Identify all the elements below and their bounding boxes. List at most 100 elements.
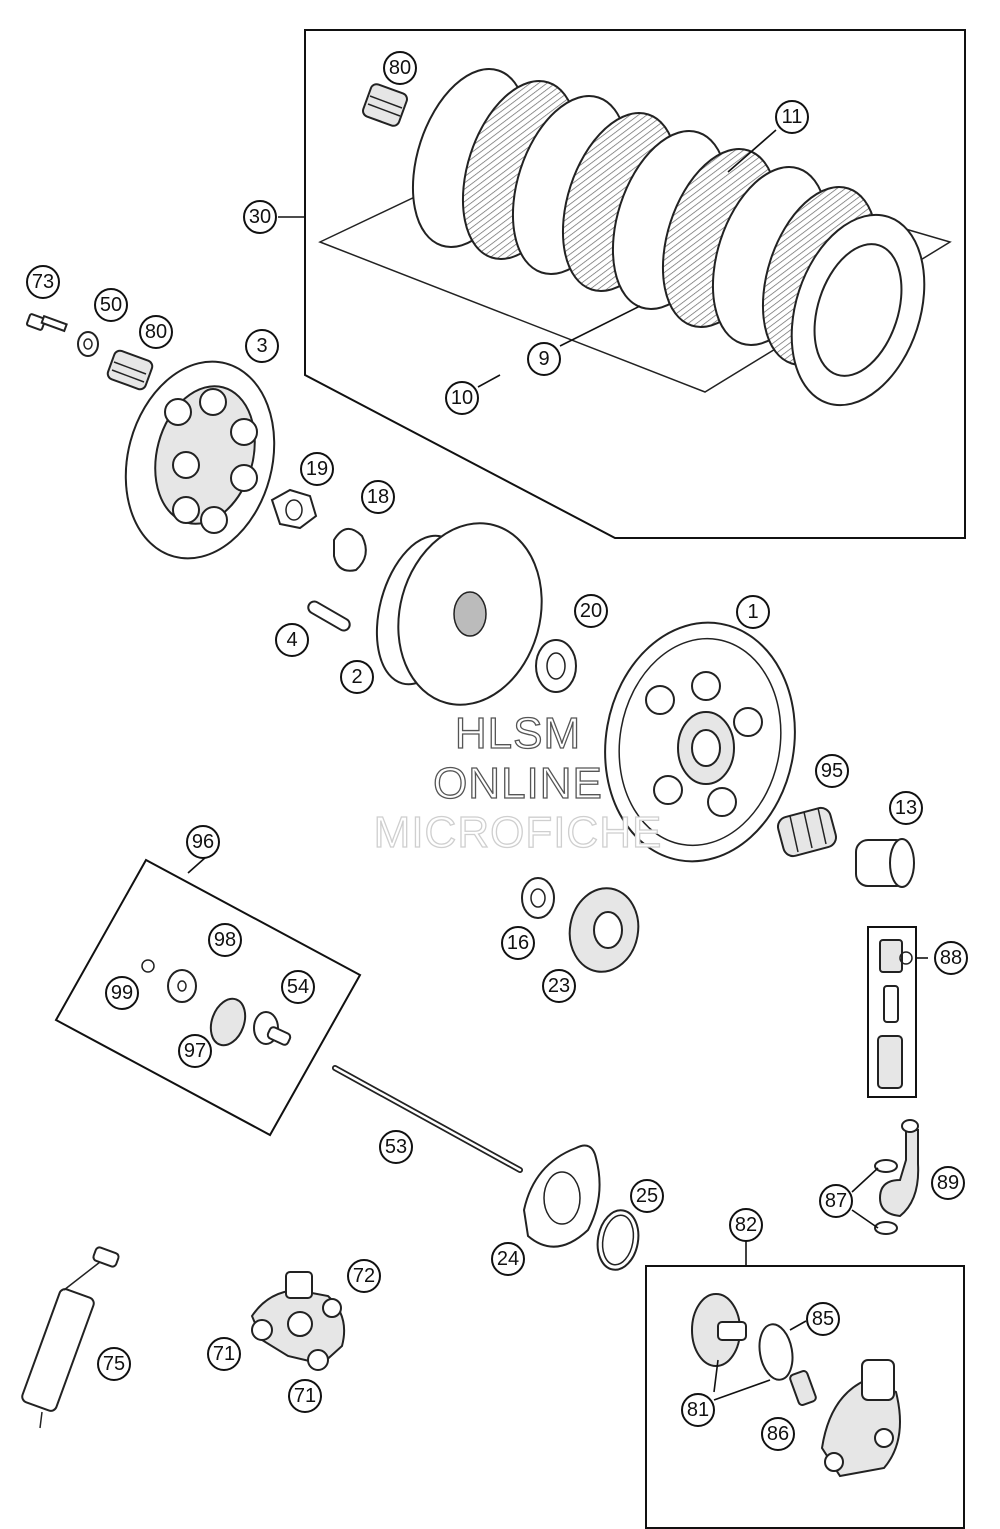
callout-25: 25 — [630, 1179, 664, 1213]
inner-clutch-hub — [375, 522, 543, 706]
primary-gear — [568, 887, 640, 973]
callout-2: 2 — [340, 660, 374, 694]
callout-75: 75 — [97, 1347, 131, 1381]
callout-71-bottom: 71 — [288, 1379, 322, 1413]
slave-cylinder-gasket — [522, 1144, 601, 1248]
pressure-pin — [307, 600, 351, 632]
callout-71-left: 71 — [207, 1337, 241, 1371]
svg-text:53: 53 — [385, 1136, 407, 1158]
callout-96: 96 — [186, 825, 220, 859]
svg-text:HLSM: HLSM — [455, 709, 581, 758]
callout-81: 81 — [681, 1393, 715, 1427]
spacer-bushing — [521, 877, 555, 919]
svg-text:99: 99 — [111, 982, 133, 1004]
svg-text:98: 98 — [214, 929, 236, 951]
callout-19: 19 — [300, 452, 334, 486]
callout-4: 4 — [275, 623, 309, 657]
svg-text:30: 30 — [249, 206, 271, 228]
svg-text:13: 13 — [895, 797, 917, 819]
clutch-nut — [270, 488, 318, 530]
svg-text:80: 80 — [389, 57, 411, 79]
svg-text:71: 71 — [294, 1385, 316, 1407]
svg-text:71: 71 — [213, 1343, 235, 1365]
release-bearing-kit-box — [54, 858, 362, 1137]
svg-text:88: 88 — [940, 947, 962, 969]
svg-text:50: 50 — [100, 294, 122, 316]
svg-text:MICROFICHE: MICROFICHE — [374, 808, 663, 857]
svg-text:18: 18 — [367, 486, 389, 508]
svg-text:96: 96 — [192, 831, 214, 853]
release-washer — [167, 969, 197, 1003]
svg-text:25: 25 — [636, 1185, 658, 1207]
o-ring — [596, 1209, 640, 1271]
needle-bearing — [776, 806, 838, 858]
callout-95: 95 — [815, 754, 849, 788]
svg-text:72: 72 — [353, 1265, 375, 1287]
callout-53: 53 — [379, 1130, 413, 1164]
slave-cylinder-housing — [820, 1359, 901, 1478]
svg-text:54: 54 — [287, 976, 309, 998]
lock-washer — [333, 528, 367, 572]
svg-text:80: 80 — [145, 321, 167, 343]
callout-86: 86 — [761, 1417, 795, 1451]
svg-text:2: 2 — [351, 666, 362, 688]
callout-18: 18 — [361, 480, 395, 514]
thrust-washer — [535, 639, 577, 693]
svg-text:97: 97 — [184, 1040, 206, 1062]
svg-text:9: 9 — [538, 348, 549, 370]
svg-text:20: 20 — [580, 600, 602, 622]
svg-text:89: 89 — [937, 1172, 959, 1194]
callout-89: 89 — [931, 1166, 965, 1200]
circlip — [141, 959, 155, 973]
callout-80-left: 80 — [139, 315, 173, 349]
callout-99: 99 — [105, 976, 139, 1010]
callout-20: 20 — [574, 594, 608, 628]
callout-10: 10 — [445, 381, 479, 415]
svg-text:3: 3 — [256, 335, 267, 357]
bushing-sleeve — [855, 838, 915, 888]
svg-text:73: 73 — [32, 271, 54, 293]
callout-50: 50 — [94, 288, 128, 322]
clutch-spring-top — [362, 83, 408, 127]
callout-30: 30 — [243, 200, 277, 234]
callout-97: 97 — [178, 1034, 212, 1068]
slave-piston — [691, 1293, 747, 1367]
callout-87: 87 — [819, 1184, 853, 1218]
piston-spring — [789, 1370, 817, 1406]
callout-85: 85 — [806, 1302, 840, 1336]
outer-clutch-basket — [604, 621, 796, 863]
callout-11: 11 — [775, 100, 809, 134]
svg-text:86: 86 — [767, 1423, 789, 1445]
svg-text:81: 81 — [687, 1399, 709, 1421]
svg-text:23: 23 — [548, 975, 570, 997]
clutch-disc-stack — [411, 68, 926, 407]
pressure-cap — [124, 360, 276, 560]
svg-text:11: 11 — [782, 106, 803, 128]
slave-cylinder — [250, 1271, 346, 1371]
callout-3: 3 — [245, 329, 279, 363]
piston-o-ring — [758, 1323, 794, 1381]
callout-1: 1 — [736, 595, 770, 629]
svg-text:75: 75 — [103, 1353, 125, 1375]
watermark: HLSM ONLINE MICROFICHE — [373, 708, 663, 857]
spring-washer — [77, 331, 99, 357]
svg-text:82: 82 — [735, 1214, 757, 1236]
svg-text:4: 4 — [286, 629, 297, 651]
callout-73: 73 — [26, 265, 60, 299]
callout-24: 24 — [491, 1242, 525, 1276]
callout-98: 98 — [208, 923, 242, 957]
clutch-kit-box — [304, 29, 966, 539]
svg-text:ONLINE: ONLINE — [433, 759, 603, 808]
svg-text:1: 1 — [747, 601, 758, 623]
bleed-syringe — [21, 1246, 120, 1429]
pressure-piece — [253, 1011, 292, 1046]
svg-text:16: 16 — [507, 932, 529, 954]
leader-lines — [187, 129, 928, 1401]
callout-80-top: 80 — [383, 51, 417, 85]
callout-23: 23 — [542, 969, 576, 1003]
bleeder-kit-box — [867, 926, 917, 1098]
slave-cylinder-kit-box — [645, 1265, 965, 1529]
callout-82: 82 — [729, 1208, 763, 1242]
svg-text:85: 85 — [812, 1308, 834, 1330]
